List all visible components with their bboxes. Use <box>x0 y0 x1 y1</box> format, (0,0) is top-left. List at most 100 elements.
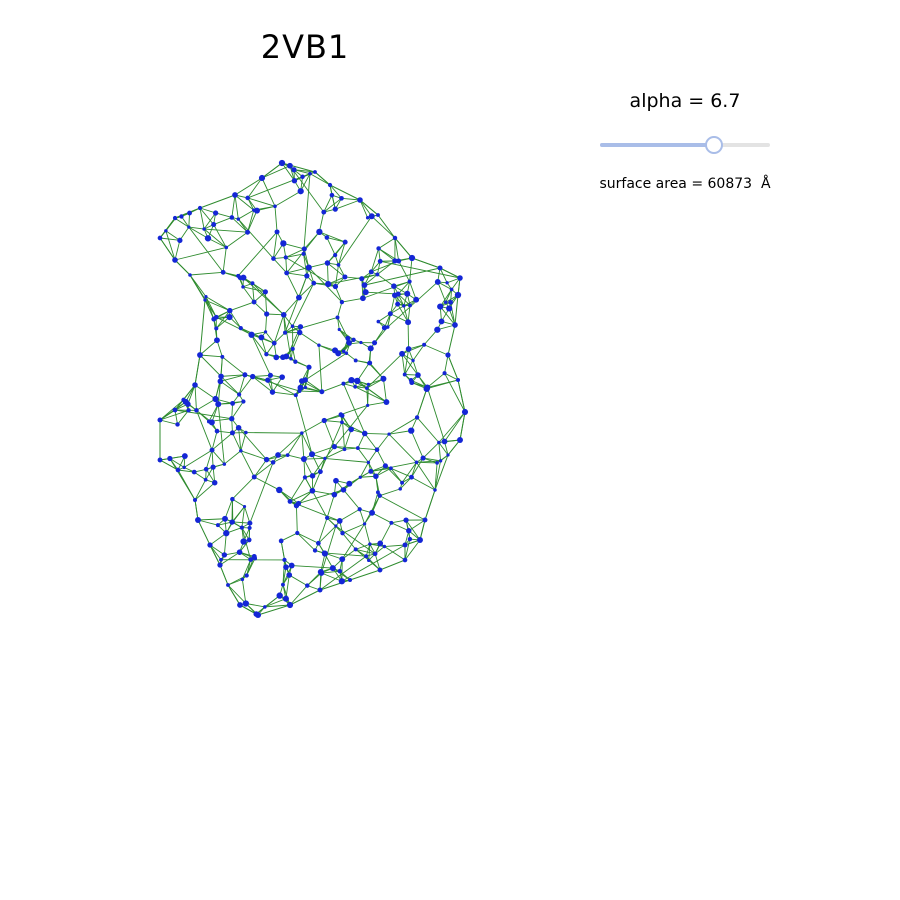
mesh-edge <box>287 432 303 456</box>
mesh-vertex <box>264 352 269 357</box>
mesh-vertex <box>336 262 341 267</box>
mesh-vertex <box>311 280 317 286</box>
mesh-edge <box>273 231 278 259</box>
mesh-edge <box>237 231 278 277</box>
mesh-vertex <box>297 188 304 195</box>
mesh-edge <box>159 409 189 421</box>
mesh-vertex <box>197 352 203 358</box>
mesh-vertex <box>290 324 295 328</box>
mesh-edge <box>419 519 426 541</box>
mesh-vertex <box>300 456 307 463</box>
mesh-vertex <box>185 401 191 407</box>
mesh-edge <box>405 519 421 541</box>
mesh-edge <box>299 390 322 393</box>
mesh-vertex <box>340 487 347 493</box>
mesh-edge <box>426 387 445 442</box>
mesh-edge <box>355 543 371 550</box>
mesh-vertex <box>335 315 340 320</box>
mesh-edge <box>264 291 268 315</box>
mesh-edge <box>298 282 315 298</box>
mesh-vertex <box>366 403 370 407</box>
mesh-edge <box>253 459 267 478</box>
mesh-vertex <box>329 565 336 572</box>
mesh-vertex <box>437 440 441 445</box>
mesh-edge <box>252 282 285 316</box>
mesh-vertex <box>210 464 216 470</box>
mesh-edge <box>318 212 325 232</box>
mesh-edge <box>439 306 456 326</box>
mesh-edge <box>261 177 276 207</box>
mesh-edge <box>341 523 365 560</box>
mesh-edge <box>387 295 396 328</box>
mesh-edge <box>364 433 378 450</box>
mesh-vertex <box>454 291 462 299</box>
mesh-vertex <box>414 415 420 420</box>
mesh-vertex <box>340 420 344 425</box>
mesh-edge <box>427 372 445 388</box>
mesh-edge <box>240 450 255 478</box>
mesh-vertex <box>300 431 304 435</box>
mesh-edge <box>404 538 411 561</box>
mesh-vertex <box>422 517 428 523</box>
mesh-edge <box>292 348 296 362</box>
mesh-vertex <box>420 455 426 461</box>
mesh-edge <box>388 430 412 435</box>
mesh-vertex <box>325 280 332 288</box>
mesh-edge <box>303 458 313 477</box>
mesh-vertex <box>194 408 199 413</box>
mesh-edge <box>304 367 310 388</box>
mesh-edge <box>174 259 191 276</box>
mesh-edge <box>447 439 461 456</box>
mesh-vertex <box>212 210 219 216</box>
mesh-vertex <box>360 295 366 302</box>
mesh-vertex <box>402 372 407 377</box>
mesh-vertex <box>366 460 371 465</box>
mesh-edge <box>398 260 411 282</box>
mesh-edge <box>375 467 392 477</box>
alpha-slider[interactable] <box>600 133 770 157</box>
mesh-edge <box>231 217 248 233</box>
mesh-vertex <box>325 515 330 520</box>
mesh-vertex <box>279 374 285 380</box>
mesh-vertex <box>188 273 192 277</box>
mesh-edge <box>292 282 315 327</box>
mesh-vertex <box>263 456 270 463</box>
mesh-edge <box>338 329 354 341</box>
mesh-edge <box>426 379 459 390</box>
mesh-edge <box>234 194 239 220</box>
mesh-vertex <box>247 520 253 526</box>
mesh-vertex <box>377 258 383 264</box>
mesh-edge <box>247 210 258 233</box>
mesh-edge <box>412 344 425 361</box>
mesh-edge <box>364 523 371 545</box>
mesh-vertex <box>177 237 183 243</box>
slider-thumb[interactable] <box>704 136 723 154</box>
mesh-edge <box>434 462 438 491</box>
mesh-edge <box>303 457 325 460</box>
mesh-vertex <box>269 389 276 395</box>
mesh-vertex <box>164 229 168 233</box>
mesh-vertex <box>242 504 247 509</box>
mesh-vertex <box>237 392 242 397</box>
mesh-edge <box>379 488 401 497</box>
mesh-edge <box>377 214 396 239</box>
mesh-edge <box>438 442 449 456</box>
mesh-vertex <box>376 213 380 217</box>
mesh-edge <box>364 433 390 435</box>
mesh-vertex <box>304 273 310 279</box>
mesh-vertex <box>274 229 280 235</box>
mesh-vertex <box>204 235 212 242</box>
mesh-vertex <box>230 496 235 502</box>
mesh-edge <box>371 492 379 513</box>
mesh-vertex <box>278 159 286 167</box>
alpha-label: alpha = 6.7 <box>629 90 741 112</box>
mesh-vertex <box>374 447 380 453</box>
mesh-edge <box>252 374 271 378</box>
mesh-edge <box>355 359 370 364</box>
mesh-vertex <box>357 507 362 512</box>
mesh-vertex <box>353 358 358 363</box>
mesh-edge <box>409 281 417 300</box>
mesh-edge <box>244 506 251 524</box>
mesh-edge <box>311 471 321 491</box>
mesh-vertex <box>229 416 235 422</box>
